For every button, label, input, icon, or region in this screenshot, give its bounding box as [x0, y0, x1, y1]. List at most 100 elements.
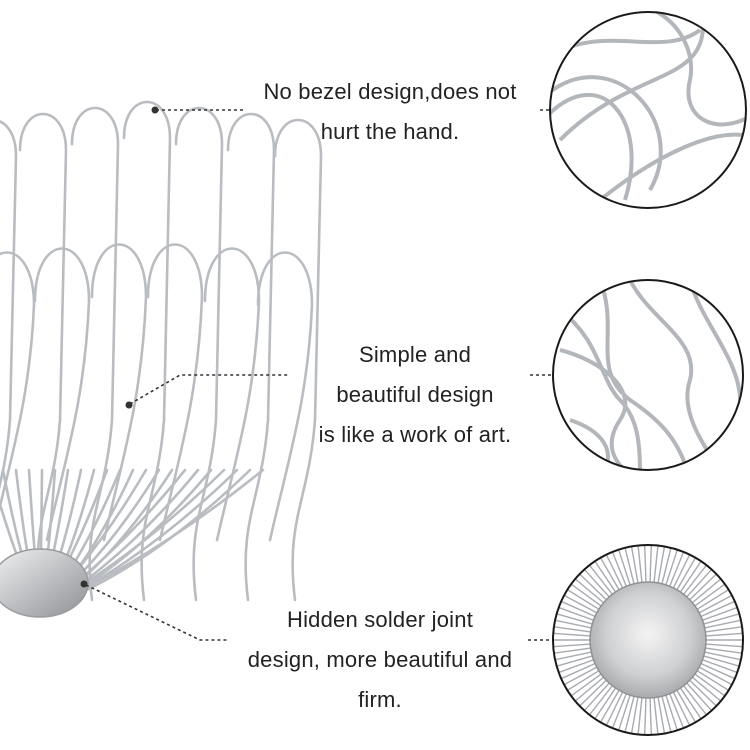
feature-caption-weave: Simple and beautiful design is like a wo… [290, 335, 540, 455]
base-spoke-wire [553, 650, 594, 662]
rim-loop-wire [226, 112, 276, 602]
base-spoke-wire [697, 592, 737, 615]
base-spoke-wire [575, 570, 609, 602]
base-spoke-wire [692, 580, 730, 608]
base-spoke-wire [553, 643, 593, 648]
base-spoke-wire [690, 575, 726, 605]
base-spoke-wire [553, 625, 593, 633]
base-spoke-wire [609, 547, 628, 589]
base-spoke-wire [585, 683, 615, 720]
front-loop-wire [256, 251, 314, 542]
base-spoke-wire [575, 678, 609, 710]
base-spoke-wire [702, 618, 743, 630]
base-spoke-wire [675, 553, 699, 592]
base-spoke-wire [629, 545, 639, 585]
base-spoke-wire [664, 693, 680, 735]
base-spoke-wire [649, 695, 653, 735]
base-spoke-wire [553, 611, 595, 626]
base-spoke-wire [653, 695, 660, 735]
rim-loop-wire [0, 120, 18, 490]
rim-loop-wire [18, 112, 68, 602]
base-spoke-wire [562, 669, 601, 694]
base-spoke-wire [580, 681, 612, 715]
base-spoke-wire [687, 570, 721, 602]
caption-line: is like a work of art. [318, 422, 512, 447]
detail-circle-weave [552, 279, 744, 471]
base-spoke-wire [585, 560, 615, 597]
base-spoke-wire [698, 662, 740, 682]
leader-lines [85, 109, 553, 641]
base-spoke-wire [684, 681, 716, 715]
base-spoke-wire [660, 694, 673, 735]
rim-loop-wire [70, 106, 120, 602]
base-spoke-wire [623, 545, 636, 586]
base-spoke-wire [698, 598, 740, 618]
base-spoke-wire [701, 611, 743, 626]
base-spoke-wire [695, 669, 734, 694]
base-spoke-wire [664, 545, 680, 587]
feature-caption-rim: No bezel design,does not hurt the hand. [220, 72, 560, 152]
base-spoke-wire [703, 647, 743, 655]
caption-line: firm. [358, 687, 402, 712]
base-spoke-wire [629, 695, 639, 735]
base-spoke-wire [697, 665, 737, 688]
base-spoke-wire [623, 694, 636, 735]
leader-dots [80, 106, 159, 588]
rim-loop-wire [174, 106, 224, 602]
base-spoke-wire [657, 545, 667, 585]
base-spoke-wire [700, 605, 743, 622]
base-spoke-wire [701, 654, 743, 669]
base-spoke-wire [703, 625, 743, 633]
rim-loop-wire [273, 118, 323, 602]
base-spoke-wire [681, 683, 711, 720]
base-spoke-wire [616, 693, 632, 735]
base-spoke-wire [660, 545, 673, 586]
base-spoke-wire [556, 662, 598, 682]
base-spoke-wire [668, 547, 687, 589]
feature-caption-base: Hidden solder joint design, more beautif… [220, 600, 540, 720]
caption-line: Hidden solder joint [286, 607, 474, 632]
base-spoke-wire [636, 695, 643, 735]
base-spoke-wire [603, 549, 625, 590]
base-spoke-wire [597, 553, 621, 592]
base-spoke-wire [566, 672, 604, 700]
base-spoke-wire [570, 675, 606, 705]
base-spoke-wire [668, 691, 687, 733]
wire-basket [0, 100, 323, 612]
base-spoke-wire [556, 598, 598, 618]
detail-circle-base [552, 544, 744, 736]
base-spoke-wire [609, 691, 628, 733]
base-spoke-wire [649, 545, 653, 585]
base-spoke-wire [553, 632, 593, 637]
base-spoke-wire [681, 560, 711, 597]
base-spoke-wire [684, 565, 716, 599]
base-spoke-wire [566, 580, 604, 608]
base-spoke-wire [559, 665, 599, 688]
base-spoke-wire [636, 545, 643, 585]
caption-line: No bezel design,does not [263, 79, 517, 104]
base-spoke-wire [702, 650, 743, 662]
base-spoke-wire [591, 686, 618, 724]
caption-line: hurt the hand. [320, 119, 460, 144]
base-spoke-wire [653, 545, 660, 585]
base-spoke-wire [643, 545, 647, 585]
base-spoke-wire [678, 556, 705, 594]
base-spoke-wire [597, 688, 621, 727]
base-spoke-wire [643, 695, 647, 735]
base-spoke-wire [553, 605, 596, 622]
front-loop-wire [203, 247, 261, 542]
base-spoke-wire [687, 678, 721, 710]
base-spoke-wire [657, 695, 667, 735]
base-spoke-wire [703, 632, 743, 637]
base-spoke-wire [703, 643, 743, 648]
base-spoke-wire [559, 592, 599, 615]
base-spoke-wire [553, 654, 595, 669]
front-loop-wire [146, 243, 204, 542]
base-spoke-wire [692, 672, 730, 700]
base-spoke-wire [671, 690, 693, 731]
front-loop-wire [0, 251, 36, 512]
caption-line: Simple and [358, 342, 472, 367]
base-spoke-wire [553, 618, 594, 630]
